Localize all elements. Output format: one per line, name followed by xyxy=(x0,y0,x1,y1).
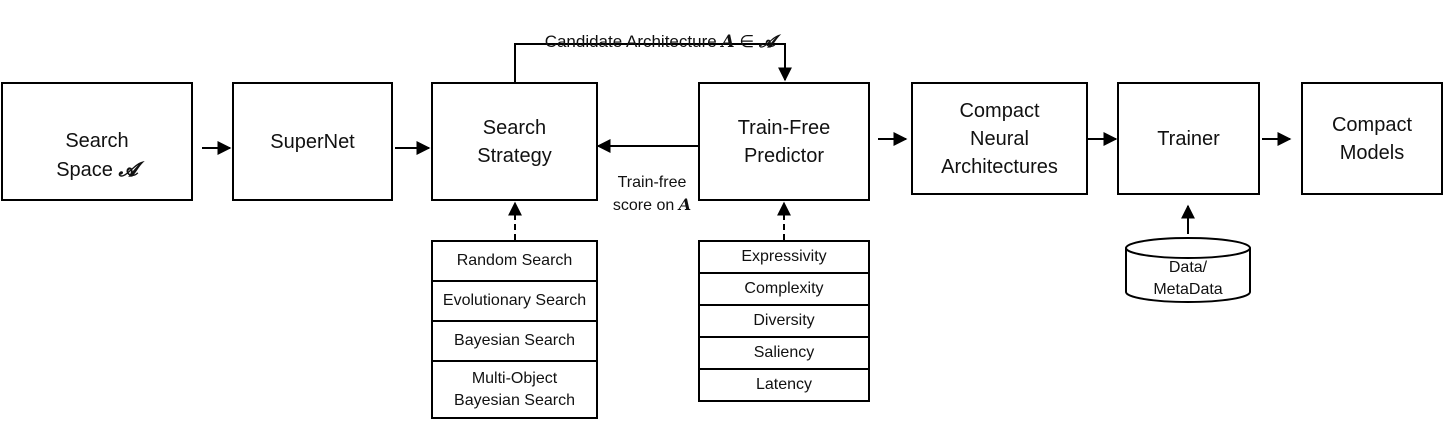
predictor-metric-saliency: Saliency xyxy=(698,336,870,370)
search-method-label: Random Search xyxy=(456,252,573,269)
predictor-metric-expressivity: Expressivity xyxy=(698,240,870,274)
search-strategy-label: Search Strategy xyxy=(477,116,552,167)
trainer-box: Trainer xyxy=(1117,82,1260,195)
search-method-evolutionary: Evolutionary Search xyxy=(431,280,598,322)
search-method-bayesian: Bayesian Search xyxy=(431,320,598,362)
predictor-metric-label: Diversity xyxy=(753,312,815,329)
trainer-label: Trainer xyxy=(1157,127,1220,150)
train-free-predictor-label: Train-Free Predictor xyxy=(737,116,831,167)
compact-models-box: Compact Models xyxy=(1301,82,1443,195)
train-free-predictor-box: Train-Free Predictor xyxy=(698,82,870,201)
search-method-random: Random Search xyxy=(431,240,598,282)
predictor-metric-label: Latency xyxy=(755,376,813,393)
predictor-metric-label: Complexity xyxy=(744,280,824,297)
search-method-label: Bayesian Search xyxy=(454,332,575,349)
predictor-metric-latency: Latency xyxy=(698,368,870,402)
search-strategy-box: Search Strategy xyxy=(431,82,598,201)
predictor-metric-complexity: Complexity xyxy=(698,272,870,306)
arrow-candidate-loop xyxy=(514,43,792,82)
compact-neural-architectures-box: Compact Neural Architectures xyxy=(911,82,1088,195)
search-method-label: Multi-Object Bayesian Search xyxy=(454,369,575,409)
database-cylinder-icon xyxy=(1125,237,1251,303)
compact-models-label: Compact Models xyxy=(1331,113,1413,164)
supernet-box: SuperNet xyxy=(232,82,393,201)
search-method-label: Evolutionary Search xyxy=(442,292,587,309)
search-method-multi-object-bayesian: Multi-Object Bayesian Search xyxy=(431,360,598,419)
data-metadata-label: Data/ MetaData xyxy=(1153,259,1223,298)
compact-neural-architectures-label: Compact Neural Architectures xyxy=(941,99,1058,178)
predictor-metric-diversity: Diversity xyxy=(698,304,870,338)
predictor-metric-label: Saliency xyxy=(753,344,815,361)
candidate-architecture-label: Candidate Architecture A ∈ 𝓐 xyxy=(544,32,776,52)
supernet-label: SuperNet xyxy=(270,130,355,153)
predictor-metric-label: Expressivity xyxy=(741,248,827,265)
